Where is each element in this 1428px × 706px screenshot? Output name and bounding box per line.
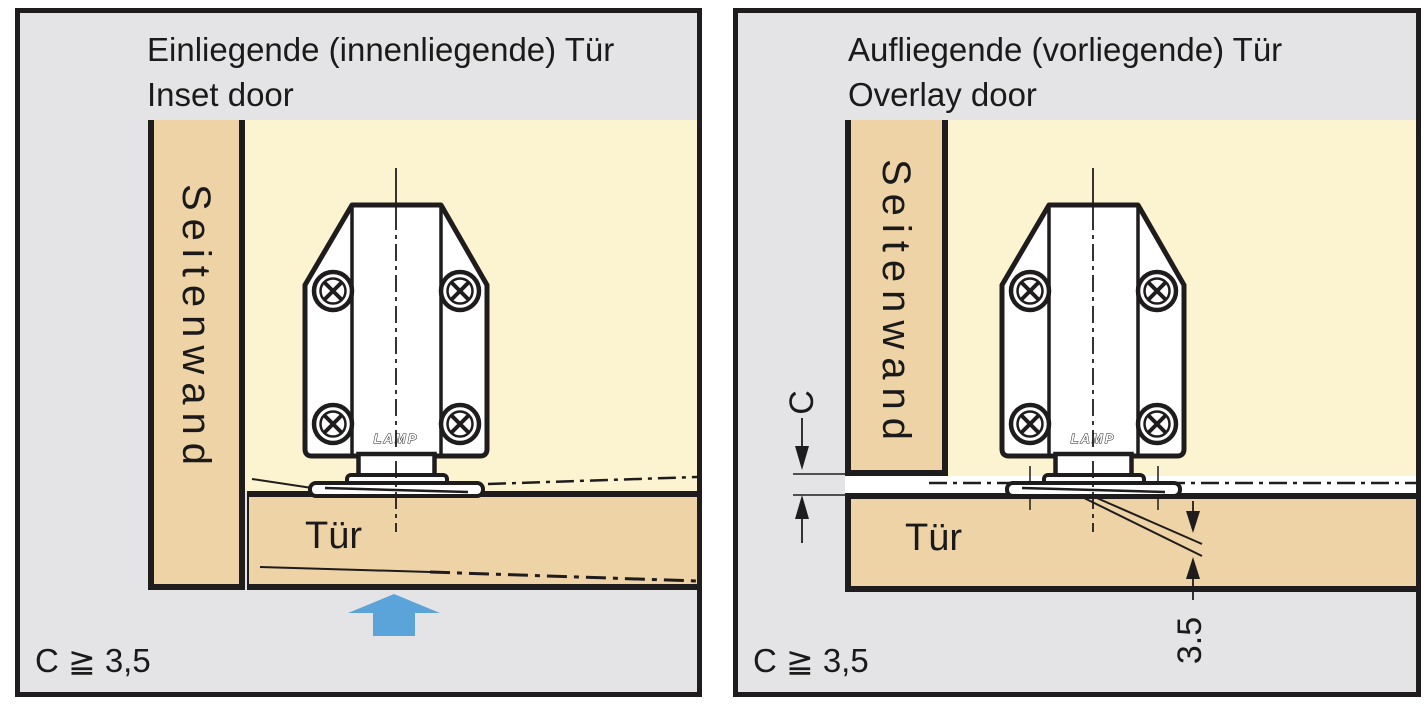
plate-thickness-label: 3.5 — [1171, 616, 1210, 664]
panel-title-german: Einliegende (innenliegende) Tür — [147, 31, 615, 68]
clearance-note: C ≧ 3,5 — [35, 642, 151, 679]
gap-extension-lines — [793, 473, 849, 496]
gap-dim-label-wrap: C — [779, 382, 825, 422]
side-wall-label-wrap: Seitenwand — [46, 183, 346, 472]
thickness-dim-label-wrap: 3.5 — [1151, 616, 1231, 663]
side-wall-label: Seitenwand — [874, 158, 919, 448]
clearance-note: C ≧ 3,5 — [753, 642, 869, 679]
side-wall — [148, 120, 245, 590]
side-wall — [845, 120, 948, 476]
cabinet-interior — [245, 120, 697, 491]
panel-title-english: Overlay door — [848, 76, 1037, 113]
push-direction-arrow-icon — [348, 594, 440, 636]
side-wall-label-wrap: Seitenwand — [746, 158, 1046, 447]
panel-inset-door: Einliegende (innenliegende) Tür Inset do… — [15, 8, 702, 697]
panel-overlay-door: Aufliegende (vorliegende) Tür Overlay do… — [733, 8, 1421, 697]
dimension-arrow-down — [795, 446, 809, 470]
panel-title-english: Inset door — [147, 76, 294, 113]
door-label: Tür — [905, 517, 962, 559]
panel-title-german: Aufliegende (vorliegende) Tür — [848, 31, 1283, 68]
side-wall-label: Seitenwand — [174, 183, 219, 473]
dimension-arrow-up — [795, 495, 809, 519]
door-label: Tür — [305, 515, 362, 557]
gap-dimension-label: C — [782, 389, 821, 415]
clearance-gap — [845, 476, 1416, 493]
